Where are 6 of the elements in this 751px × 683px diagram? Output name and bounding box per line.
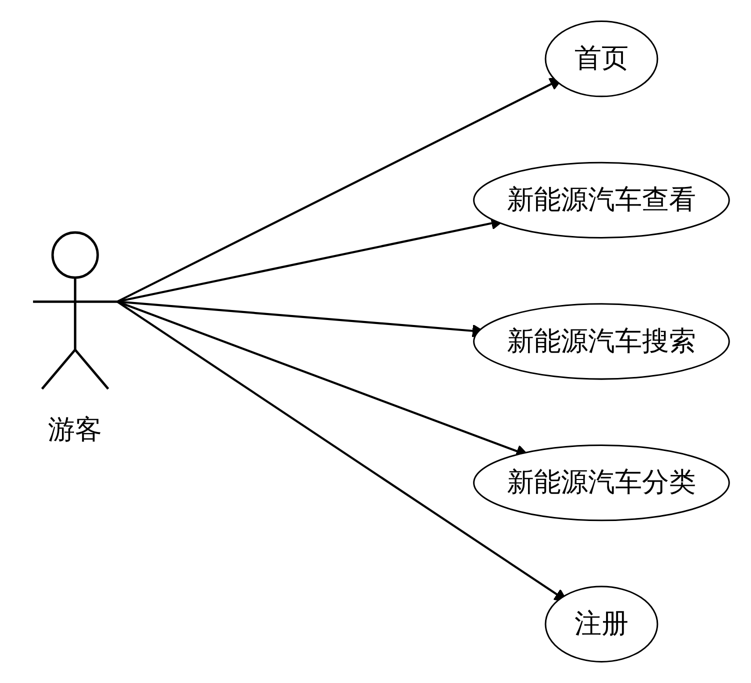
node-ellipse: 新能源汽车查看 (472, 162, 730, 238)
node-ellipse: 新能源汽车分类 (472, 444, 730, 522)
arrow (116, 300, 567, 602)
node-ellipse: 注册 (544, 586, 658, 662)
node-ellipse: 新能源汽车搜索 (472, 303, 730, 380)
node-ellipse: 首页 (544, 20, 658, 98)
